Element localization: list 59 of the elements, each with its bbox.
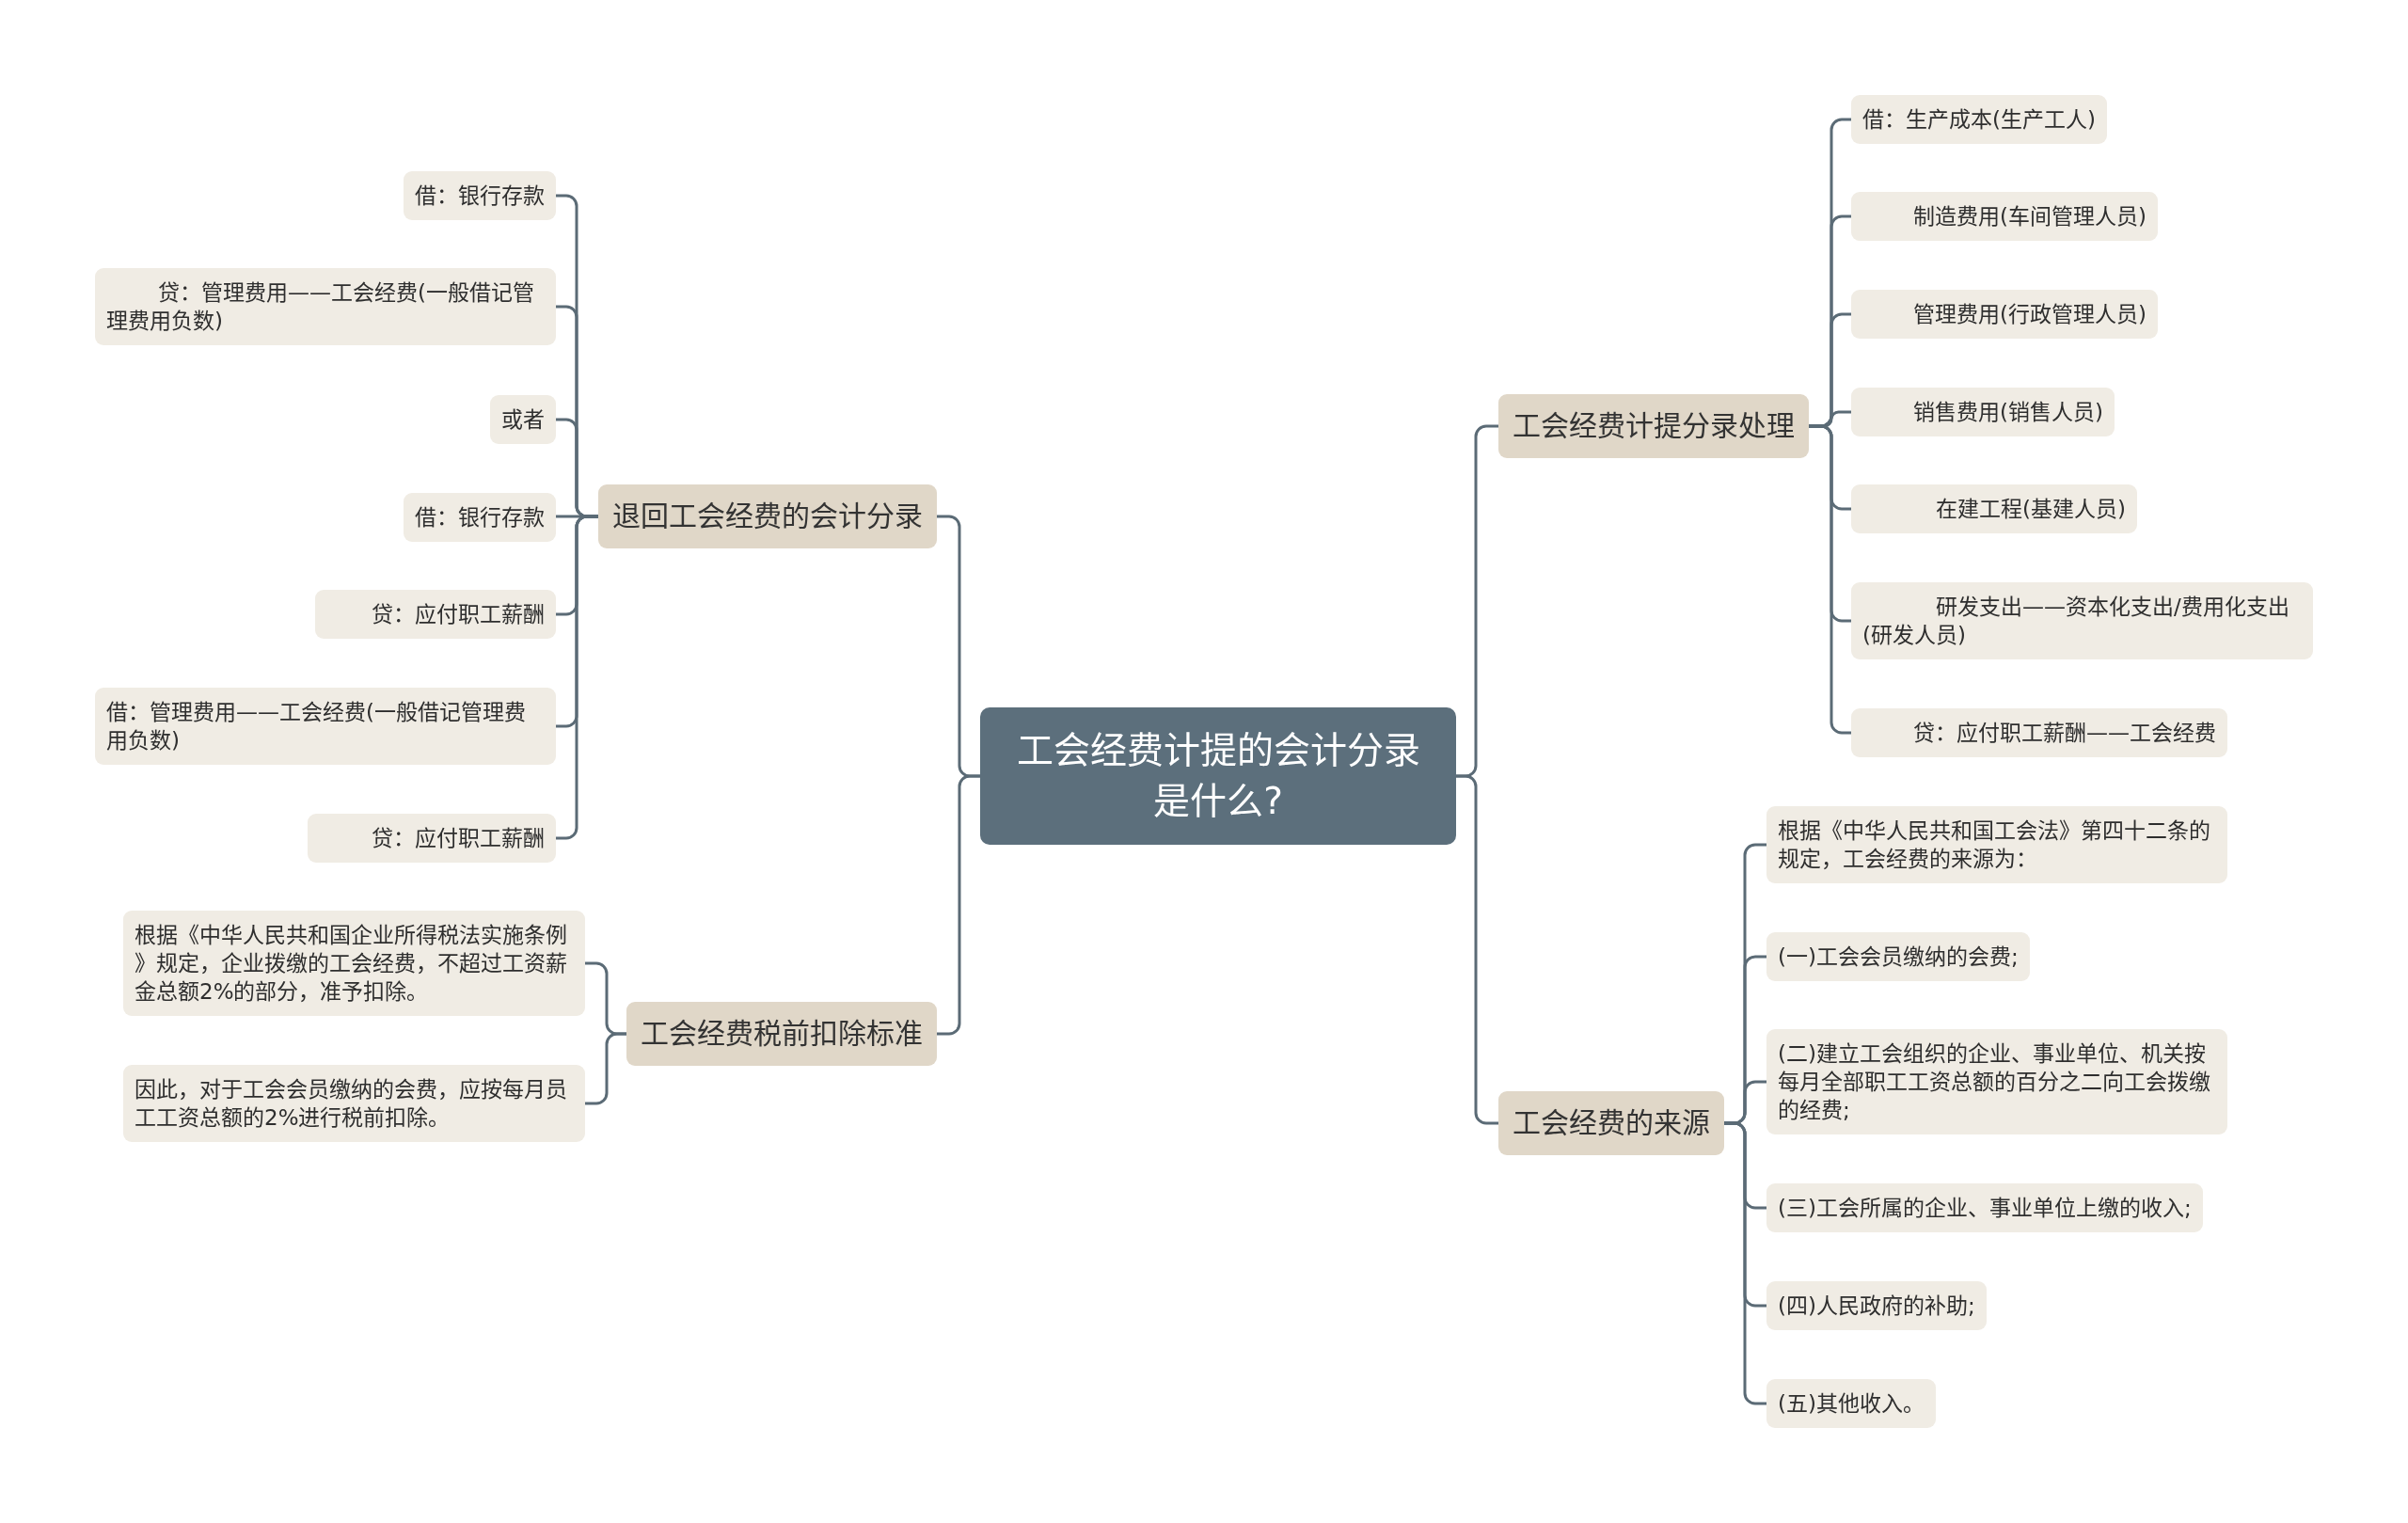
subtopic <box>1851 708 2227 757</box>
topic-text: 借：生产成本(生产工人) <box>1862 106 2096 134</box>
subtopic <box>123 911 585 1016</box>
topic-text: 贷：应付职工薪酬 <box>371 825 545 852</box>
subtopic <box>1851 290 2158 339</box>
subtopic <box>1766 1281 1987 1330</box>
topic-text: 退回工会经费的会计分录 <box>612 499 923 534</box>
subtopic <box>404 493 556 542</box>
connector-line <box>585 1032 626 1105</box>
topic-text: (五)其他收入。 <box>1778 1390 1925 1418</box>
topic-text: 贷：应付职工薪酬 <box>371 601 545 628</box>
subtopic <box>1851 95 2107 144</box>
topic-text: 贷：管理费用——工会经费(一般借记管理费用负数) <box>106 279 535 335</box>
subtopic <box>404 171 556 220</box>
topic-text: 管理费用(行政管理人员) <box>1912 301 2147 328</box>
subtopic <box>95 688 556 765</box>
topic-text: 工会经费计提分录处理 <box>1513 408 1795 444</box>
topic-text: 借：管理费用——工会经费(一般借记管理费用负数) <box>106 699 527 754</box>
subtopic <box>1766 932 2030 981</box>
topic-text: 借：银行存款 <box>415 182 545 210</box>
topic-text: (四)人民政府的补助; <box>1778 1293 1975 1320</box>
subtopic <box>1766 1379 1936 1428</box>
connector-line <box>1809 424 1851 735</box>
topic-text: 贷：应付职工薪酬——工会经费 <box>1912 720 2216 747</box>
topic-text: 或者 <box>501 406 545 434</box>
subtopic <box>315 590 556 639</box>
topic-text: 研发支出——资本化支出/费用化支出(研发人员) <box>1862 594 2290 649</box>
subtopic <box>1851 582 2313 659</box>
topic-text: 在建工程(基建人员) <box>1935 496 2126 523</box>
subtopic <box>308 814 556 863</box>
topic-text: (三)工会所属的企业、事业单位上缴的收入; <box>1778 1195 2192 1222</box>
central-topic <box>980 707 1456 845</box>
connector-line <box>1724 1121 1766 1405</box>
subtopic <box>1851 388 2115 436</box>
subtopic <box>1766 1183 2203 1232</box>
topic-text: (二)建立工会组织的企业、事业单位、机关按每月全部职工工资总额的百分之二向工会拨缴的经费; <box>1778 1040 2211 1124</box>
main-topic <box>626 1002 937 1066</box>
subtopic <box>1851 484 2137 533</box>
topic-text: 根据《中华人民共和国企业所得税法实施条例》规定，企业拨缴的工会经费，不超过工资薪金总额2%的部分，准予扣除。 <box>135 922 568 1006</box>
topic-text: 借：银行存款 <box>415 504 545 531</box>
topic-text: 工会经费计提的会计分录是什么? <box>1015 728 1421 824</box>
subtopic <box>123 1065 585 1142</box>
topic-text: 工会经费税前扣除标准 <box>641 1016 923 1052</box>
topic-text: 因此，对于工会会员缴纳的会费，应按每月员工工资总额的2%进行税前扣除。 <box>135 1076 568 1132</box>
main-topic <box>1498 394 1809 458</box>
subtopic <box>95 268 556 345</box>
topic-text: (一)工会会员缴纳的会费; <box>1778 944 2019 971</box>
main-topic <box>598 484 937 548</box>
connector-line <box>1456 774 1498 1125</box>
subtopic <box>1851 192 2158 241</box>
topic-text: 根据《中华人民共和国工会法》第四十二条的规定，工会经费的来源为： <box>1778 817 2211 873</box>
subtopic <box>1766 806 2227 883</box>
subtopic <box>1766 1029 2227 1134</box>
topic-text: 制造费用(车间管理人员) <box>1912 203 2147 230</box>
topic-text: 工会经费的来源 <box>1513 1105 1710 1141</box>
connector-line <box>937 774 980 1036</box>
main-topic <box>1498 1091 1724 1155</box>
subtopic <box>490 395 556 444</box>
topic-text: 销售费用(销售人员) <box>1912 399 2103 426</box>
